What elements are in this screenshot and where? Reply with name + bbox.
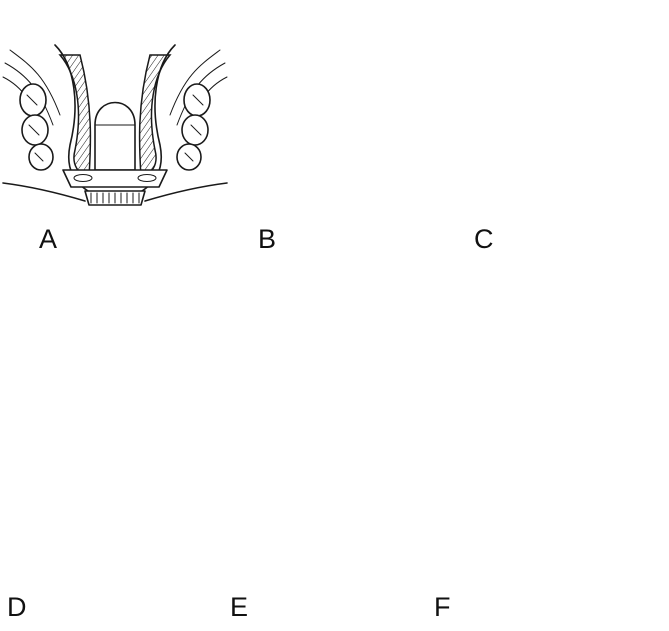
panel-label-d: D: [7, 594, 27, 621]
panel-label-e: E: [230, 594, 248, 621]
panel-a-drawing: [3, 45, 227, 205]
panel-label-c: C: [474, 226, 494, 253]
panel-label-a: A: [39, 226, 57, 253]
panel-label-b: B: [258, 226, 276, 253]
panel-label-f: F: [434, 594, 451, 621]
